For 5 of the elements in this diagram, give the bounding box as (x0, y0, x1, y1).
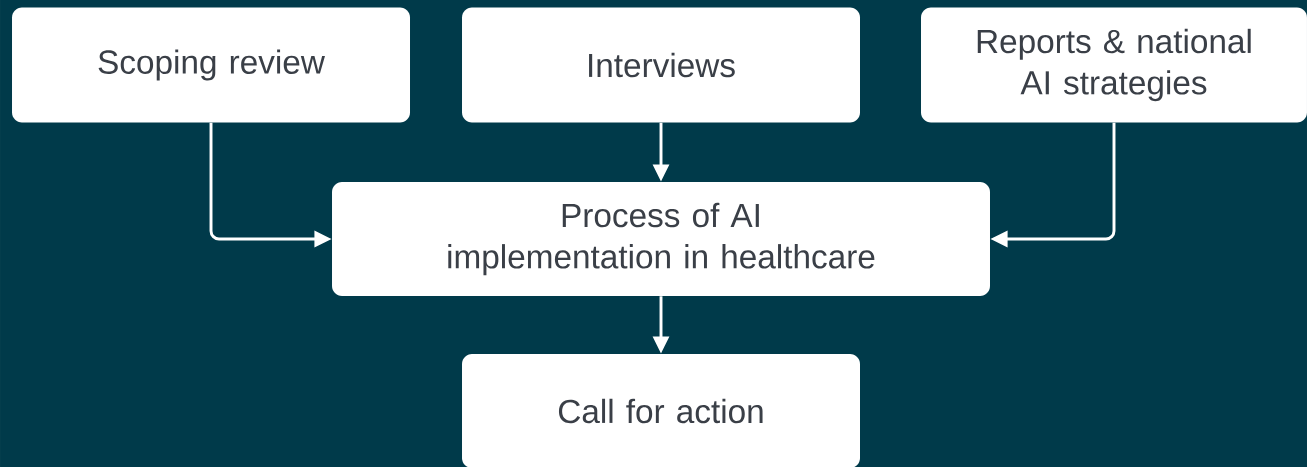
process-box: Reports & national AI strategies (921, 7, 1307, 123)
process-box: Interviews (462, 7, 860, 123)
process-box: Call for action (462, 354, 860, 467)
process-box: Process of AI implementation in healthcare (332, 182, 990, 296)
process-box: Scoping review (12, 7, 410, 123)
